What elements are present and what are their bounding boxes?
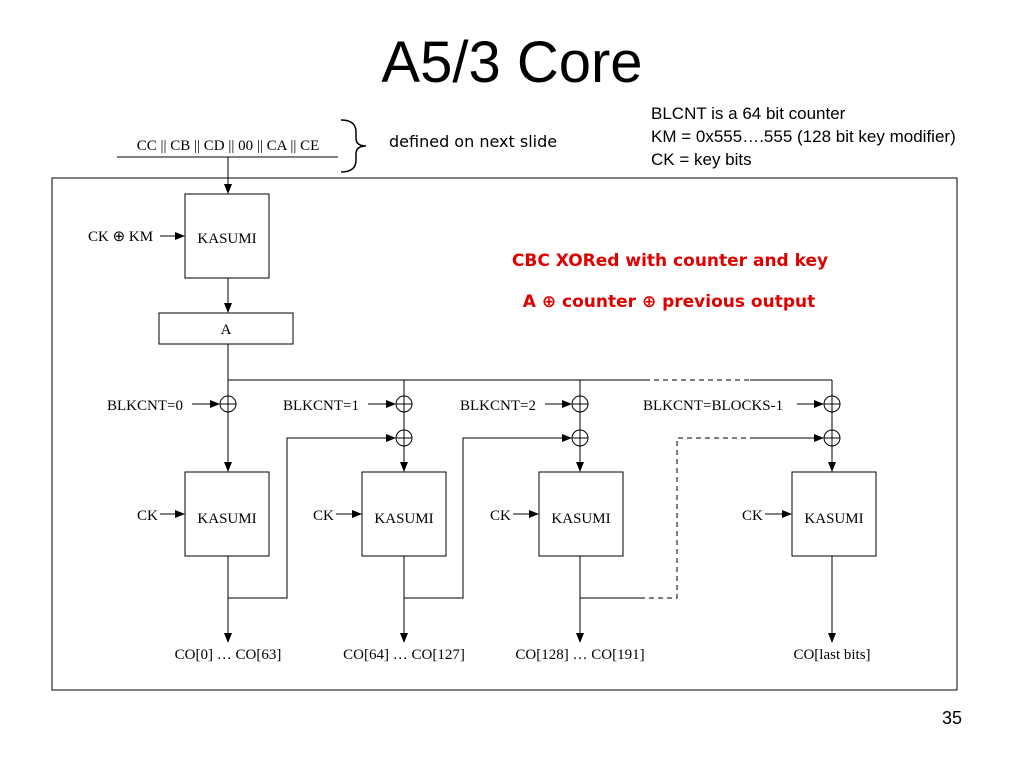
kasumi-label-2: KASUMI	[551, 511, 610, 527]
kasumi-label-initial: KASUMI	[197, 231, 256, 247]
register-a-label: A	[221, 322, 232, 338]
kasumi-box-1	[361, 471, 447, 557]
ck-label-last: CK	[742, 508, 763, 524]
input-label: CC || CB || CD || 00 || CA || CE	[137, 138, 320, 154]
feedback-line-0	[228, 434, 396, 599]
brace-label: defined on next slide	[389, 132, 557, 151]
outer-frame	[51, 177, 958, 691]
blkcnt-label-last: BLKCNT=BLOCKS-1	[643, 398, 783, 414]
blkcnt-label-2: BLKCNT=2	[460, 398, 536, 414]
blkcnt-label-1: BLKCNT=1	[283, 398, 359, 414]
annotation-cbc: CBC XORed with counter and key	[512, 251, 828, 271]
output-label-last: CO[last bits]	[793, 647, 870, 663]
ck-label-0: CK	[137, 508, 158, 524]
ck-label-1: CK	[313, 508, 334, 524]
blkcnt-label-0: BLKCNT=0	[107, 398, 183, 414]
feedback-line-1	[404, 434, 572, 599]
note-ck: CK = key bits	[651, 150, 752, 169]
output-label-0: CO[0] … CO[63]	[175, 647, 282, 663]
ck-km-label: CK ⊕ KM	[88, 229, 153, 245]
note-km: KM = 0x555….555 (128 bit key modifier)	[651, 127, 956, 146]
kasumi-box-initial	[184, 193, 270, 279]
kasumi-label-0: KASUMI	[197, 511, 256, 527]
kasumi-box-0	[184, 471, 270, 557]
register-a	[158, 312, 294, 345]
annotation-xor-formula: A ⊕ counter ⊕ previous output	[523, 292, 815, 312]
page-number: 35	[941, 708, 962, 728]
feedback-line-2-dashed	[640, 437, 750, 599]
slide-title: A5/3 Core	[381, 30, 643, 95]
kasumi-label-last: KASUMI	[804, 511, 863, 527]
kasumi-box-last	[791, 471, 877, 557]
output-label-1: CO[64] … CO[127]	[343, 647, 465, 663]
output-label-2: CO[128] … CO[191]	[515, 647, 644, 663]
kasumi-label-1: KASUMI	[374, 511, 433, 527]
curly-brace	[340, 119, 367, 173]
kasumi-box-2	[538, 471, 624, 557]
ck-label-2: CK	[490, 508, 511, 524]
note-blcnt: BLCNT is a 64 bit counter	[651, 104, 846, 123]
